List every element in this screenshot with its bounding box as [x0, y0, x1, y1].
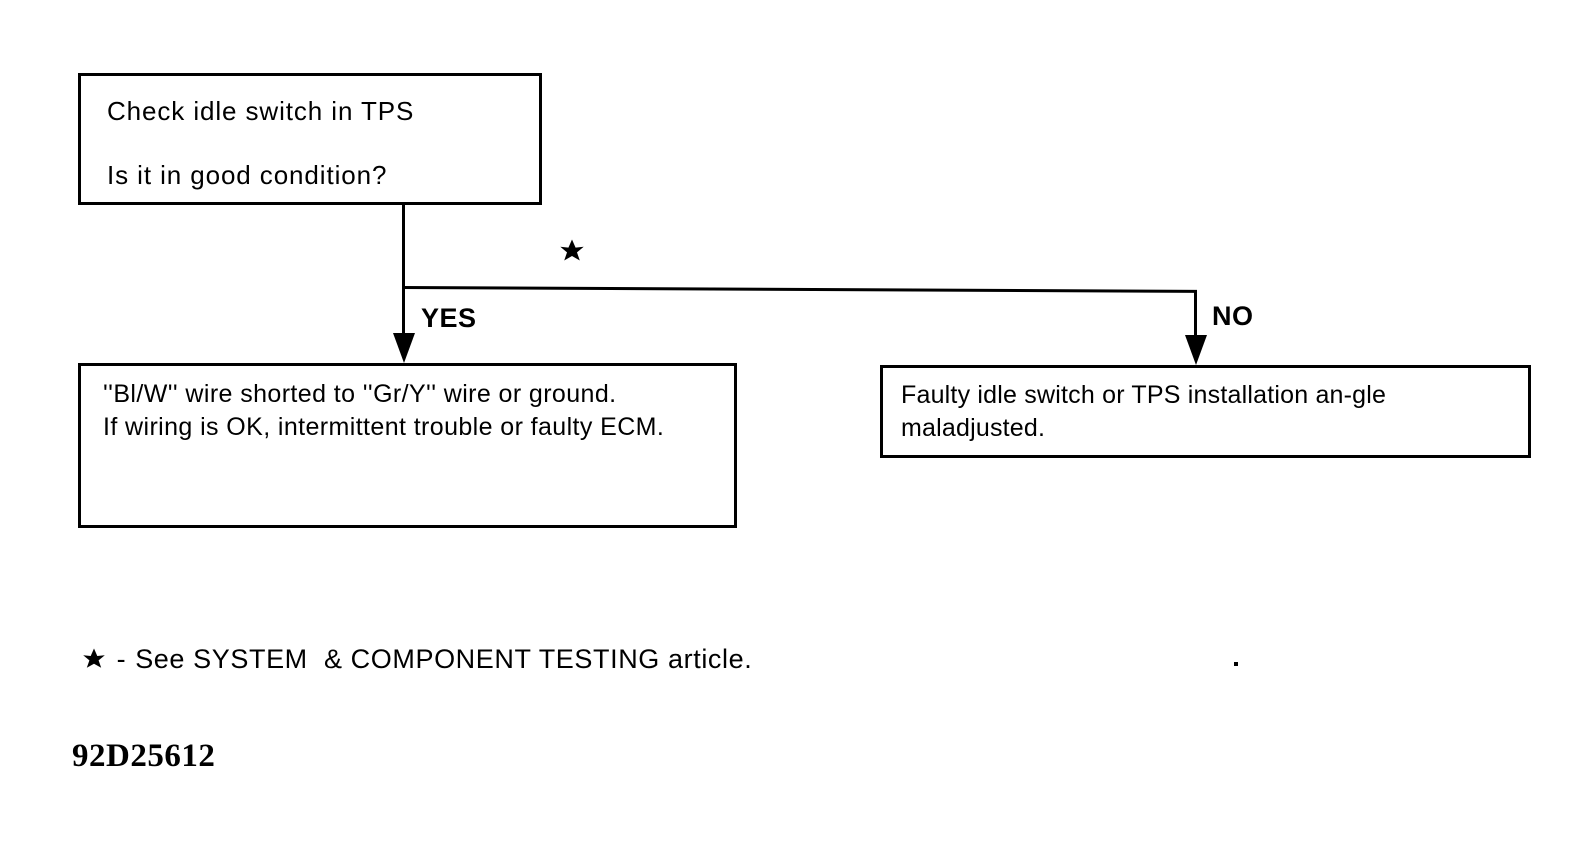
star-burst-icon [559, 239, 585, 265]
decision-box: Check idle switch in TPS Is it in good c… [78, 73, 584, 261]
footnote-dash: - [116, 644, 127, 674]
decision-question-line-2: Is it in good condition? [107, 160, 388, 190]
outcome-box-yes: ''Bl/W'' wire shorted to ''Gr/Y'' wire o… [78, 363, 737, 528]
arrowhead-no-icon [1185, 335, 1207, 365]
scan-artifact-speck [1234, 662, 1238, 666]
outcome-box-no: Faulty idle switch or TPS installation a… [880, 365, 1531, 458]
outcome-text-yes: ''Bl/W'' wire shorted to ''Gr/Y'' wire o… [103, 380, 665, 441]
branch-label-no: NO [1212, 301, 1254, 331]
connector-decision-stem [402, 204, 405, 288]
outcome-text-no: Faulty idle switch or TPS installation a… [901, 381, 1394, 442]
decision-question-line-1: Check idle switch in TPS [107, 96, 415, 126]
connector-no-stem [1194, 290, 1197, 336]
footnote: - See SYSTEM & COMPONENT TESTING article… [33, 644, 752, 675]
branch-label-yes: YES [421, 303, 477, 333]
star-burst-icon [33, 648, 106, 672]
arrowhead-yes-icon [393, 333, 415, 363]
connector-branch-bar [401, 286, 1197, 293]
figure-id: 92D25612 [72, 738, 216, 774]
footnote-text: See SYSTEM & COMPONENT TESTING article. [135, 644, 753, 674]
connector-yes-stem [402, 286, 405, 334]
